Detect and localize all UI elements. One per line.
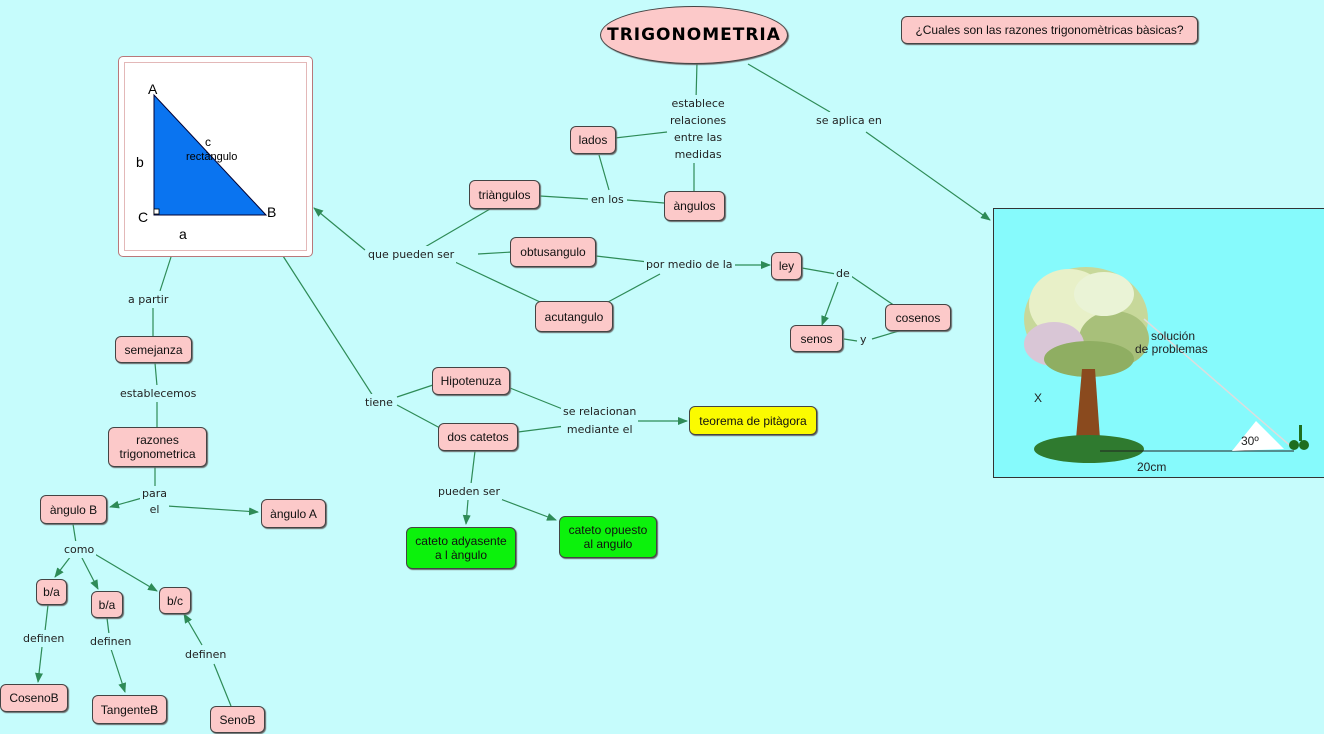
tree-trunk [1076, 369, 1100, 439]
razones-line2: trigonometrica [119, 447, 196, 461]
side-a-label: a [179, 226, 187, 242]
angle-wedge [1232, 421, 1284, 451]
observer-figure [1289, 425, 1309, 450]
se-relacionan-line1: se relacionan [563, 405, 637, 418]
para-line2: el [149, 503, 160, 516]
tree-caption-line2: de problemas [1135, 342, 1208, 356]
node-ratio-ba-1[interactable]: b/a [36, 579, 67, 605]
node-cosenos[interactable]: cosenos [885, 304, 951, 331]
node-triangulos[interactable]: triàngulos [469, 180, 540, 209]
node-acutangulo[interactable]: acutangulo [535, 301, 613, 332]
label-se-relacionan: se relacionan mediante el [561, 403, 639, 439]
node-obtusangulo[interactable]: obtusangulo [510, 237, 596, 267]
label-establecemos: establecemos [118, 385, 199, 402]
tree-problem-image[interactable]: solución de problemas X 30º 20cm [993, 208, 1324, 478]
triangle-shape [153, 93, 268, 216]
node-senos[interactable]: senos [790, 325, 843, 352]
label-se-aplica: se aplica en [814, 112, 884, 129]
node-lados[interactable]: lados [570, 126, 616, 154]
label-pueden-ser: pueden ser [436, 483, 502, 500]
triangle-image-inner [124, 62, 307, 251]
vertex-c-label: C [138, 209, 148, 225]
node-angulo-a[interactable]: àngulo A [261, 499, 326, 528]
para-line1: para [142, 487, 167, 500]
node-ley[interactable]: ley [771, 252, 802, 280]
right-angle-mark [153, 208, 160, 215]
label-definen-3: definen [183, 646, 229, 663]
sight-line [1143, 318, 1295, 450]
tree-ground [1034, 435, 1144, 463]
label-y: y [858, 331, 869, 348]
node-hipotenuza[interactable]: Hipotenuza [432, 367, 510, 395]
height-label: X [1034, 391, 1042, 405]
node-cateto-adyasente[interactable]: cateto adyasente a l àngulo [406, 527, 516, 569]
label-tiene: tiene [363, 394, 395, 411]
label-definen-2: definen [88, 633, 134, 650]
side-b-label: b [136, 154, 144, 170]
cateto-adyasente-line2: a l àngulo [434, 548, 488, 562]
node-angulo-b[interactable]: àngulo B [40, 495, 107, 524]
node-senob[interactable]: SenoB [210, 706, 265, 733]
main-topic-node[interactable]: TRIGONOMETRIA [600, 6, 788, 64]
establece-line2: relaciones [670, 114, 727, 127]
node-cosenob[interactable]: CosenoB [0, 684, 68, 712]
node-dos-catetos[interactable]: dos catetos [438, 423, 518, 451]
tree-foliage [1024, 267, 1149, 377]
node-angulos[interactable]: àngulos [664, 191, 725, 221]
cateto-opuesto-line2: al angulo [583, 537, 633, 551]
vertex-a-label: A [148, 81, 158, 97]
node-teorema-pitagora[interactable]: teorema de pitàgora [689, 406, 817, 435]
right-triangle-figure: A B C a b c rectàngulo [136, 81, 276, 242]
establece-line3: entre las [674, 131, 723, 144]
label-que-pueden-ser: que pueden ser [366, 246, 457, 263]
tree-figure: solución de problemas X 30º 20cm [1024, 267, 1309, 474]
base-label: 20cm [1137, 460, 1166, 474]
triangle-caption: rectàngulo [186, 151, 237, 163]
label-como: como [62, 541, 97, 558]
cateto-opuesto-line1: cateto opuesto [568, 523, 648, 537]
angle-label: 30º [1241, 434, 1259, 448]
establece-line1: establece [671, 97, 725, 110]
node-semejanza[interactable]: semejanza [115, 336, 192, 363]
node-tangenteb[interactable]: TangenteB [92, 695, 167, 724]
vertex-b-label: B [267, 204, 276, 220]
label-en-los: en los [589, 191, 626, 208]
label-para-el: para el [140, 486, 169, 518]
node-ratio-ba-2[interactable]: b/a [91, 591, 123, 618]
label-de: de [834, 265, 852, 282]
label-por-medio: por medio de la [644, 256, 735, 273]
se-relacionan-line2: mediante el [566, 423, 633, 436]
tree-caption-line1: solución [1151, 329, 1195, 343]
label-establece: establece relaciones entre las medidas [668, 95, 729, 163]
side-c-label: c [205, 135, 211, 149]
node-ratio-bc[interactable]: b/c [159, 587, 191, 614]
node-razones-trigonometrica[interactable]: razones trigonometrica [108, 427, 207, 467]
cateto-adyasente-line1: cateto adyasente [415, 534, 507, 548]
razones-line1: razones [136, 433, 179, 447]
triangle-image-frame[interactable]: A B C a b c rectàngulo [118, 56, 313, 257]
establece-line4: medidas [674, 148, 722, 161]
question-node[interactable]: ¿Cuales son las razones trigonomètricas … [901, 16, 1198, 44]
label-a-partir: a partir [126, 291, 171, 308]
label-definen-1: definen [21, 630, 67, 647]
node-cateto-opuesto[interactable]: cateto opuesto al angulo [559, 516, 657, 558]
